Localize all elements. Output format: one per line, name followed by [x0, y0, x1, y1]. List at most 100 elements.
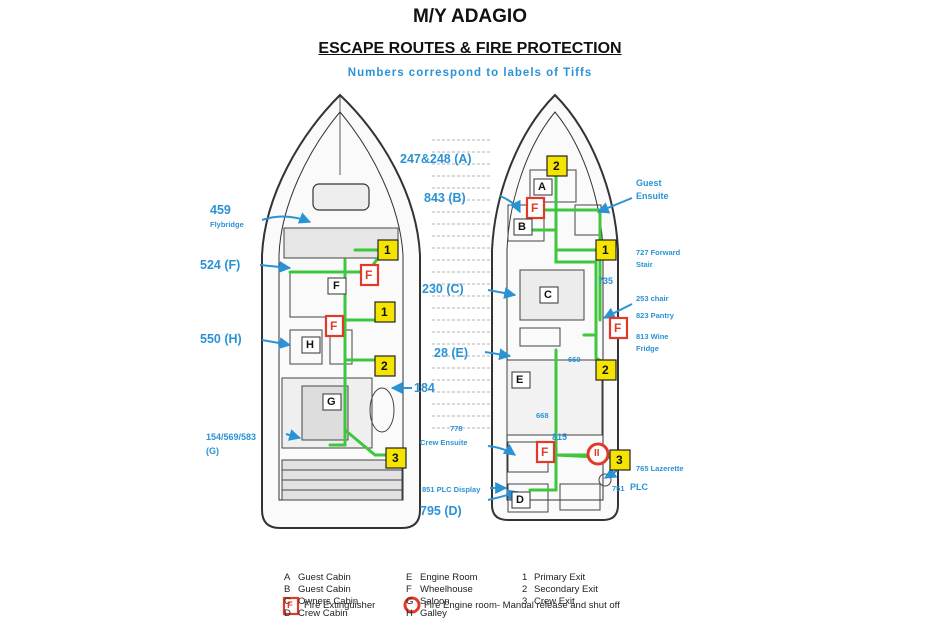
label-815: 815	[552, 432, 568, 442]
label-253: 253 chair	[636, 294, 669, 303]
right-arrows	[484, 195, 633, 501]
room-tag: D	[516, 494, 524, 506]
extinguisher-letter: F	[541, 445, 549, 459]
label-28: 28 (E)	[434, 346, 469, 360]
fire-engine-room-icon	[586, 442, 610, 466]
legend-exit-key: 2	[522, 584, 528, 595]
extinguisher-icon	[608, 316, 629, 340]
label-727: 727 Forward	[636, 248, 681, 257]
diagram-subtitle: ESCAPE ROUTES & FIRE PROTECTION	[318, 40, 622, 57]
diagram-note: Numbers correspond to labels of Tiffs	[347, 67, 593, 79]
exit-badge	[546, 155, 568, 177]
legend-room-value: Wheelhouse	[420, 584, 473, 595]
label-813: 813 Wine	[636, 332, 669, 341]
exit-badge	[595, 239, 617, 261]
legend-room-key: F	[406, 584, 412, 595]
label-843: 843 (B)	[424, 191, 466, 205]
label-247: 247&248 (A)	[400, 152, 472, 166]
label-154: 154/569/583	[206, 432, 257, 442]
exit-badge	[385, 447, 407, 469]
exit-badge	[374, 355, 396, 377]
extinguisher-icon	[324, 314, 345, 338]
legend-exit-value: Crew Exit	[534, 596, 575, 607]
left-exit-badge-label: 1	[381, 305, 388, 319]
exit-badge	[377, 239, 399, 261]
extinguisher-letter: F	[365, 268, 373, 282]
legend-room-key: H	[406, 608, 413, 619]
label-stair: Stair	[636, 260, 653, 269]
label-765: 765 Lazerette	[636, 464, 684, 473]
left-exit-badge-label: 1	[384, 243, 391, 257]
label-crew-ensuite: Crew Ensuite	[420, 438, 468, 447]
label-823: 823 Pantry	[636, 311, 674, 320]
label-184: 184	[414, 381, 435, 395]
label-751: 751	[612, 484, 625, 493]
left-exit-badge-label: 3	[392, 451, 399, 465]
exit-badge	[609, 449, 631, 471]
legend-room-key: B	[284, 584, 291, 595]
center-guide-lines	[432, 139, 492, 429]
fire-engine-mark: II	[594, 448, 600, 459]
legend-room-value: Owners Cabin	[298, 596, 359, 607]
label-660: 660	[568, 355, 581, 364]
room-tag: G	[327, 396, 336, 408]
label-524: 524 (F)	[200, 258, 241, 272]
legend-extinguisher-letter: F	[287, 600, 293, 611]
label-459: 459	[210, 203, 231, 217]
legend-room-key: G	[406, 596, 414, 607]
legend-room-value: Engine Room	[420, 572, 478, 583]
legend-room-value: Saloon	[420, 596, 450, 607]
right-exit-badge-label: 2	[602, 363, 609, 377]
label-guest: Guest	[636, 178, 662, 188]
legend-exit-key: 1	[522, 572, 528, 583]
room-tag: B	[518, 221, 526, 233]
label-flybridge: Flybridge	[210, 220, 244, 229]
room-tag: E	[516, 374, 524, 386]
legend-room-value: Crew Cabin	[298, 608, 348, 619]
legend-exit-value: Secondary Exit	[534, 584, 598, 595]
legend-fire-engine-label: Fire Engine room- Manual release and shu…	[424, 600, 620, 611]
label-230: 230 (C)	[422, 282, 464, 296]
right-exit-badge-label: 1	[602, 243, 609, 257]
legend-room-value: Galley	[420, 608, 447, 619]
extinguisher-icon	[535, 440, 556, 464]
extinguisher-letter: F	[330, 319, 338, 333]
left-exit-badge-label: 2	[381, 359, 388, 373]
exit-badge	[374, 301, 396, 323]
legend-room-key: A	[284, 572, 291, 583]
label-ensuite: Ensuite	[636, 191, 669, 201]
label-plc: PLC	[630, 482, 648, 492]
label-795: 795 (D)	[420, 504, 462, 518]
legend-room-key: C	[284, 596, 291, 607]
fire-extinguishers	[324, 196, 629, 464]
label-550: 550 (H)	[200, 332, 242, 346]
label-154-g: (G)	[206, 446, 219, 456]
diagram-title: M/Y ADAGIO	[412, 6, 527, 27]
legend-extinguisher-label: Fire Extinguisher	[304, 600, 376, 611]
room-tag: A	[538, 181, 546, 193]
legend-room-value: Guest Cabin	[298, 584, 351, 595]
escape-routes	[288, 173, 618, 492]
legend-room-key: E	[406, 572, 413, 583]
label-735: 735	[598, 276, 614, 286]
label-778: 778	[450, 424, 463, 433]
extinguisher-letter: F	[614, 321, 622, 335]
extinguisher-icon	[525, 196, 546, 220]
label-668: 668	[536, 411, 549, 420]
room-tag: H	[306, 339, 314, 351]
room-tag: C	[544, 289, 552, 301]
label-fridge: Fridge	[636, 344, 659, 353]
label-851: 851 PLC Display	[422, 485, 481, 494]
extinguisher-icon	[359, 263, 380, 287]
legend-room-key: D	[284, 608, 291, 619]
right-exit-badge-label: 2	[553, 159, 560, 173]
extinguisher-letter: F	[531, 201, 539, 215]
exit-badge	[595, 359, 617, 381]
room-tag: F	[333, 280, 340, 292]
legend-symbols	[282, 596, 421, 616]
legend-exit-key: 3	[522, 596, 528, 607]
room-tags	[301, 178, 559, 509]
left-arrows	[259, 212, 412, 441]
